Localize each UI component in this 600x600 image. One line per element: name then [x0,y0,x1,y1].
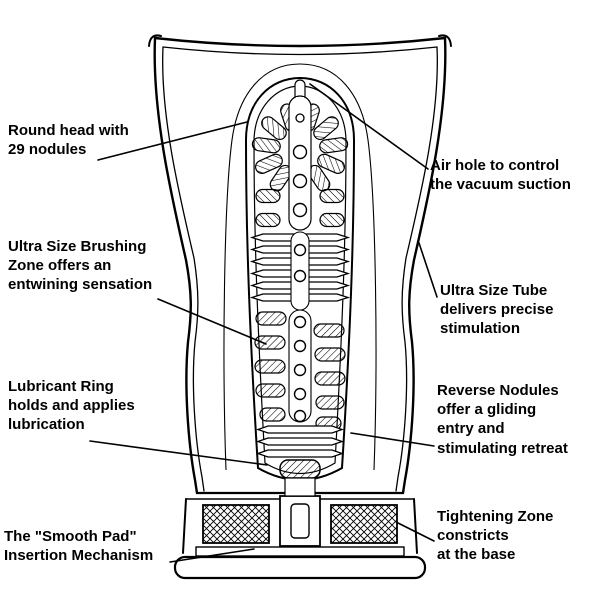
vacuum-hole [293,315,307,329]
tightening-block-right [330,504,398,544]
lubricant-ring-part [279,459,321,479]
base-mechanism [173,491,427,580]
vacuum-hole [292,202,308,218]
leader-reverse-nodules [350,432,435,447]
vacuum-hole [293,409,307,423]
air-hole-dot [295,113,305,123]
vacuum-hole [292,173,308,189]
lower-ribs [256,425,344,458]
label-ultra-size-tube: Ultra Size Tube delivers precise stimula… [440,282,554,338]
label-tightening-zone: Tightening Zone constricts at the base [437,508,554,564]
label-lubricant-ring: Lubricant Ring holds and applies lubrica… [8,378,135,434]
leader-air-hole [309,83,429,170]
vacuum-hole [293,269,307,283]
vacuum-hole [293,339,307,353]
label-smooth-pad: The "Smooth Pad" Insertion Mechanism [4,528,154,565]
label-brushing-zone: Ultra Size Brushing Zone offers an entwi… [8,238,153,294]
label-round-head: Round head with 29 nodules [8,122,129,159]
inner-sleeve [244,76,356,497]
cavity-outline [223,63,377,471]
leader-brushing-zone [157,298,267,345]
vacuum-hole [293,387,307,401]
air-channel [288,79,312,231]
sleeve-base-connector [284,477,316,497]
leader-lines [89,83,438,563]
outer-tube-outline [148,34,452,495]
leader-smooth-pad [169,548,255,563]
smooth-pad-pin [290,503,310,539]
leader-lubricant-ring [89,440,268,466]
leader-tightening-zone [397,522,435,542]
label-reverse-nodules: Reverse Nodules offer a gliding entry an… [437,382,568,457]
vacuum-hole [293,243,307,257]
base-cap [173,555,427,580]
label-air-hole: Air hole to control the vacuum suction [430,157,571,194]
upper-ribs [249,231,351,311]
brushing-zone-channel [288,309,312,423]
vacuum-hole [292,144,308,160]
tightening-block-left [202,504,270,544]
vacuum-hole [293,363,307,377]
leader-ultra-size-tube [418,242,438,298]
leader-round-head [97,121,248,161]
